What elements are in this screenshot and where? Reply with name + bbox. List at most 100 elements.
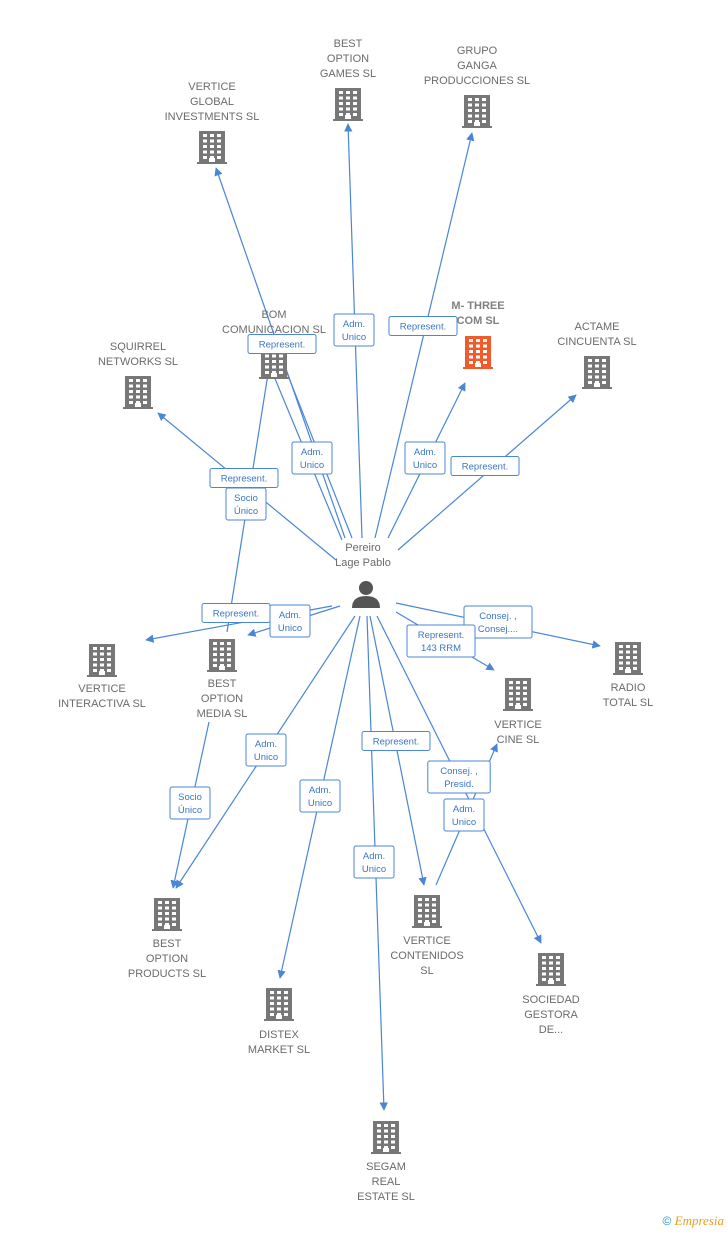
- edge-label[interactable]: Consej. , Presid.: [427, 760, 491, 794]
- node-label-line: TOTAL SL: [603, 697, 654, 709]
- node-label-line: CINCUENTA SL: [557, 336, 636, 348]
- edge-label-text: Represent.: [221, 474, 267, 485]
- edge-label-box: [388, 316, 458, 336]
- node-label-line: VERTICE: [78, 683, 125, 695]
- edge-label-text: Único: [178, 805, 202, 816]
- node-label-line: OPTION: [327, 53, 369, 65]
- edge-label-text: Unico: [300, 460, 324, 471]
- node-label-line: GAMES SL: [320, 68, 376, 80]
- edge-label[interactable]: Adm.Unico: [353, 845, 395, 879]
- edge-label-box: [463, 605, 533, 639]
- edge-label-box: [406, 624, 476, 658]
- node-label-line: RADIO: [611, 682, 646, 694]
- edge-label[interactable]: Adm. Unico: [291, 441, 333, 475]
- node-label-line: REAL: [372, 1176, 401, 1188]
- edge-label[interactable]: Represent.: [247, 334, 317, 354]
- edge-label[interactable]: Adm. Unico: [245, 733, 287, 767]
- edge-label[interactable]: Represent.: [209, 468, 279, 488]
- edge-label-text: Adm.: [301, 447, 323, 458]
- node-label-line: PRODUCTS SL: [128, 968, 206, 980]
- edge-label-box: [169, 786, 211, 820]
- edge-label[interactable]: Represent.143 RRM: [406, 624, 476, 658]
- edge-label[interactable]: Adm.Unico: [269, 604, 311, 638]
- building-icon: [582, 356, 612, 389]
- node-label-line: COM SL: [457, 315, 500, 327]
- edge-label-text: Adm.: [255, 739, 277, 750]
- edge-label-text: Represent.: [213, 609, 259, 620]
- edge-label-box: [333, 313, 375, 347]
- node-label-line: ESTATE SL: [357, 1191, 415, 1203]
- edge-label-text: Adm.: [309, 785, 331, 796]
- node-label-line: GESTORA: [524, 1009, 578, 1021]
- node-label-line: COMUNICACION SL: [222, 324, 326, 336]
- node-label-line: SOCIEDAD: [522, 994, 580, 1006]
- edge-label[interactable]: Adm.Unico: [404, 441, 446, 475]
- node-label-line: SQUIRREL: [110, 341, 166, 353]
- edge-label-text: Consej. ,: [440, 766, 478, 777]
- building-icon: [152, 898, 182, 931]
- edge-label-box: [247, 334, 317, 354]
- edge-label[interactable]: Adm.Unico: [443, 798, 485, 832]
- edge-label-box: [291, 441, 333, 475]
- edge-label-box: [299, 779, 341, 813]
- building-icon: [264, 988, 294, 1021]
- edge-label-text: Socio: [178, 792, 202, 803]
- node-label-line: INVESTMENTS SL: [165, 111, 260, 123]
- edge-label[interactable]: Represent.: [450, 456, 520, 476]
- building-icon: [123, 376, 153, 409]
- node-label-line: MARKET SL: [248, 1044, 310, 1056]
- node-label-line: PRODUCCIONES SL: [424, 75, 530, 87]
- building-icon: [412, 895, 442, 928]
- edge-label-text: Represent.: [259, 340, 305, 351]
- edge-label-text: Unico: [413, 460, 437, 471]
- edge-label-box: [404, 441, 446, 475]
- node-label-line: OPTION: [201, 693, 243, 705]
- building-icon: [613, 642, 643, 675]
- building-icon: [333, 88, 363, 121]
- edge-label-text: Unico: [308, 798, 332, 809]
- edge-label[interactable]: Represent.: [201, 603, 271, 623]
- company-node-radio-total[interactable]: RADIO TOTAL SL: [603, 642, 654, 709]
- edge-label[interactable]: Adm. Unico: [299, 779, 341, 813]
- edge-label[interactable]: Represent.: [361, 731, 431, 751]
- edge-label-text: Adm.: [343, 319, 365, 330]
- edge-label-text: Unico: [452, 817, 476, 828]
- node-label-line: Lage Pablo: [335, 557, 391, 569]
- edge-label-text: Represent.: [400, 322, 446, 333]
- edge-labels-layer: Adm.UnicoRepresent.Represent.Adm.UnicoAd…: [169, 313, 533, 879]
- edge-label-text: Unico: [254, 752, 278, 763]
- building-icon: [463, 336, 493, 369]
- edge-label-text: Represent.: [418, 630, 464, 641]
- node-label-line: GRUPO: [457, 45, 498, 57]
- person-icon: [352, 581, 380, 608]
- edge-label[interactable]: Represent.: [388, 316, 458, 336]
- edge-label-text: Unico: [362, 864, 386, 875]
- edge-label-text: Presid.: [444, 779, 474, 790]
- building-icon: [536, 953, 566, 986]
- edge-label[interactable]: Consej. ,Consej....: [463, 605, 533, 639]
- company-node-sociedad-gestora[interactable]: SOCIEDAD GESTORA DE...: [522, 953, 580, 1036]
- edge-label-box: [361, 731, 431, 751]
- node-label-line: Pereiro: [345, 542, 380, 554]
- node-label-line: BEST: [208, 678, 237, 690]
- node-label-line: DE...: [539, 1024, 563, 1036]
- edge-label[interactable]: Adm.Unico: [333, 313, 375, 347]
